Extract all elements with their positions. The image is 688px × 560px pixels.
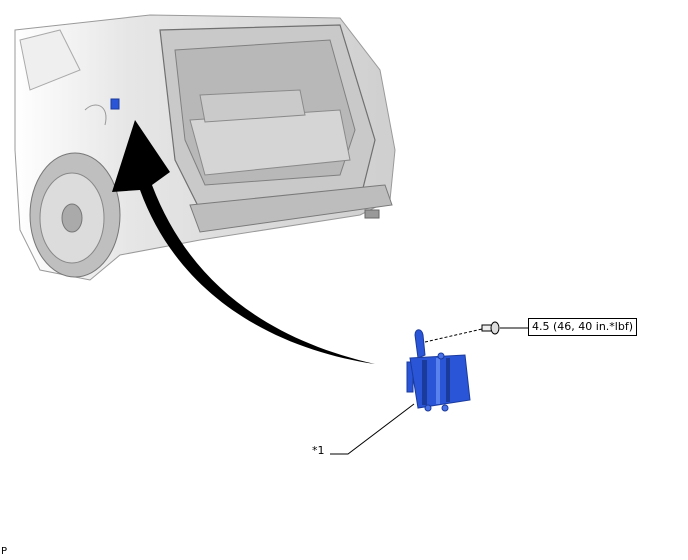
- part-location-marker: [110, 98, 120, 110]
- corner-code: P: [1, 546, 8, 557]
- curved-arrow-icon: [112, 120, 375, 364]
- part-callout: *1: [312, 444, 325, 457]
- vehicle-rear-view: [14, 14, 396, 281]
- torque-callout: 4.5 (46, 40 in.*lbf): [528, 318, 637, 336]
- bolt-icon: [481, 321, 500, 335]
- control-module: [406, 329, 471, 412]
